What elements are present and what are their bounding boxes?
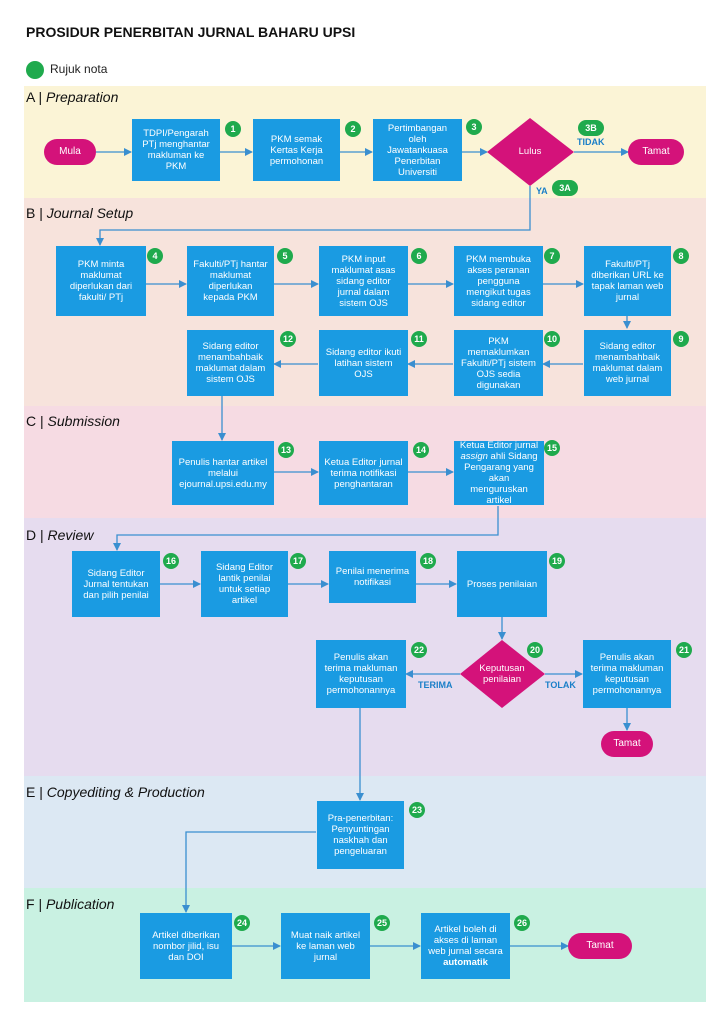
step-13-badge: 13 <box>278 442 295 458</box>
step-15-box: Ketua Editor jurnal assign ahli Sidang P… <box>454 440 544 506</box>
step-6-box: PKM input maklumat asas sidang editor ju… <box>319 246 408 316</box>
keputusan-label: Keputusan penilaian <box>479 663 525 685</box>
step-12-box: Sidang editor menambahbaik maklumat dala… <box>187 330 274 396</box>
tamat-terminal-a: Tamat <box>628 139 684 165</box>
step-6-badge: 6 <box>411 248 427 264</box>
step-19-box: Proses penilaian <box>457 551 547 617</box>
step-26-badge: 26 <box>514 915 531 931</box>
step-22-badge: 22 <box>411 642 428 658</box>
tamat-terminal-f: Tamat <box>568 933 632 959</box>
step-24-box: Artikel diberikan nombor jilid, isu dan … <box>140 913 232 979</box>
lulus-label: Lulus <box>518 146 542 157</box>
section-b-label: B | Journal Setup <box>26 205 134 221</box>
lulus-diamond <box>487 118 574 186</box>
step-4-badge: 4 <box>147 248 163 264</box>
step-21-badge: 21 <box>676 642 693 658</box>
ya-label: YA <box>536 186 548 196</box>
tidak-label: TIDAK <box>577 137 605 147</box>
step-14-badge: 14 <box>413 442 430 458</box>
tamat-terminal-d: Tamat <box>601 731 653 757</box>
step-9-box: Sidang editor menambahbaik maklumat dala… <box>584 330 671 396</box>
tolak-label: TOLAK <box>545 680 576 690</box>
step-17-box: Sidang Editor lantik penilai untuk setia… <box>201 551 288 617</box>
step-3a-badge: 3A <box>552 180 578 196</box>
step-24-badge: 24 <box>234 915 251 931</box>
step-20-badge: 20 <box>527 642 544 658</box>
step-23-badge: 23 <box>409 802 426 818</box>
step-10-badge: 10 <box>544 331 561 347</box>
section-f-label: F | Publication <box>26 896 115 912</box>
step-25-badge: 25 <box>374 915 391 931</box>
arrow-15-16 <box>113 506 499 551</box>
step-18-badge: 18 <box>420 553 437 569</box>
page-title: PROSIDUR PENERBITAN JURNAL BAHARU UPSI <box>26 24 356 40</box>
step-26-box: Artikel boleh di akses di laman web jurn… <box>421 913 510 979</box>
keputusan-diamond <box>460 640 545 708</box>
step-22-box: Penulis akan terima makluman keputusan p… <box>316 640 406 708</box>
step-19-badge: 19 <box>549 553 566 569</box>
step-2-badge: 2 <box>345 121 361 137</box>
step-8-badge: 8 <box>673 248 689 264</box>
step-12-badge: 12 <box>280 331 297 347</box>
section-e-label: E | Copyediting & Production <box>26 784 205 800</box>
section-c-label: C | Submission <box>26 413 120 429</box>
step-1-badge: 1 <box>225 121 241 137</box>
step-17-badge: 17 <box>290 553 307 569</box>
step-2-box: PKM semak Kertas Kerja permohonan <box>253 119 340 181</box>
step-14-box: Ketua Editor jurnal terima notifikasi pe… <box>319 441 408 505</box>
step-18-box: Penilai menerima notifikasi <box>329 551 416 603</box>
terima-label: TERIMA <box>418 680 453 690</box>
step-3b-badge: 3B <box>578 120 604 136</box>
legend-label: Rujuk nota <box>50 62 108 76</box>
step-25-box: Muat naik artikel ke laman web jurnal <box>281 913 370 979</box>
section-a-label: A | Preparation <box>26 89 119 105</box>
step-4-box: PKM minta maklumat diperlukan dari fakul… <box>56 246 146 316</box>
step-7-badge: 7 <box>544 248 560 264</box>
step-16-box: Sidang Editor Jurnal tentukan dan pilih … <box>72 551 160 617</box>
step-5-box: Fakulti/PTj hantar maklumat diperlukan k… <box>187 246 274 316</box>
step-8-box: Fakulti/PTj diberikan URL ke tapak laman… <box>584 246 671 316</box>
step-13-box: Penulis hantar artikel melalui ejournal.… <box>172 441 274 505</box>
step-9-badge: 9 <box>673 331 689 347</box>
step-21-box: Penulis akan terima makluman keputusan p… <box>583 640 671 708</box>
arrow-lulus-4 <box>96 186 531 246</box>
step-15-badge: 15 <box>544 440 561 456</box>
step-3-badge: 3 <box>466 119 482 135</box>
step-5-badge: 5 <box>277 248 293 264</box>
step-23-box: Pra-penerbitan: Penyuntingan naskhah dan… <box>317 801 404 869</box>
step-10-box: PKM memaklumkan Fakulti/PTj sistem OJS s… <box>454 330 543 396</box>
step-11-box: Sidang editor ikuti latihan sistem OJS <box>319 330 408 396</box>
step-11-badge: 11 <box>411 331 427 347</box>
step-3-box: Pertimbangan oleh Jawatankuasa Penerbita… <box>373 119 462 181</box>
mula-terminal: Mula <box>44 139 96 165</box>
step-7-box: PKM membuka akses peranan pengguna mengi… <box>454 246 543 316</box>
arrow-23-24 <box>182 831 316 913</box>
step-1-box: TDPI/Pengarah PTj menghantar makluman ke… <box>132 119 220 181</box>
step-16-badge: 16 <box>163 553 180 569</box>
legend-dot-icon <box>26 61 44 79</box>
section-d-label: D | Review <box>26 527 94 543</box>
